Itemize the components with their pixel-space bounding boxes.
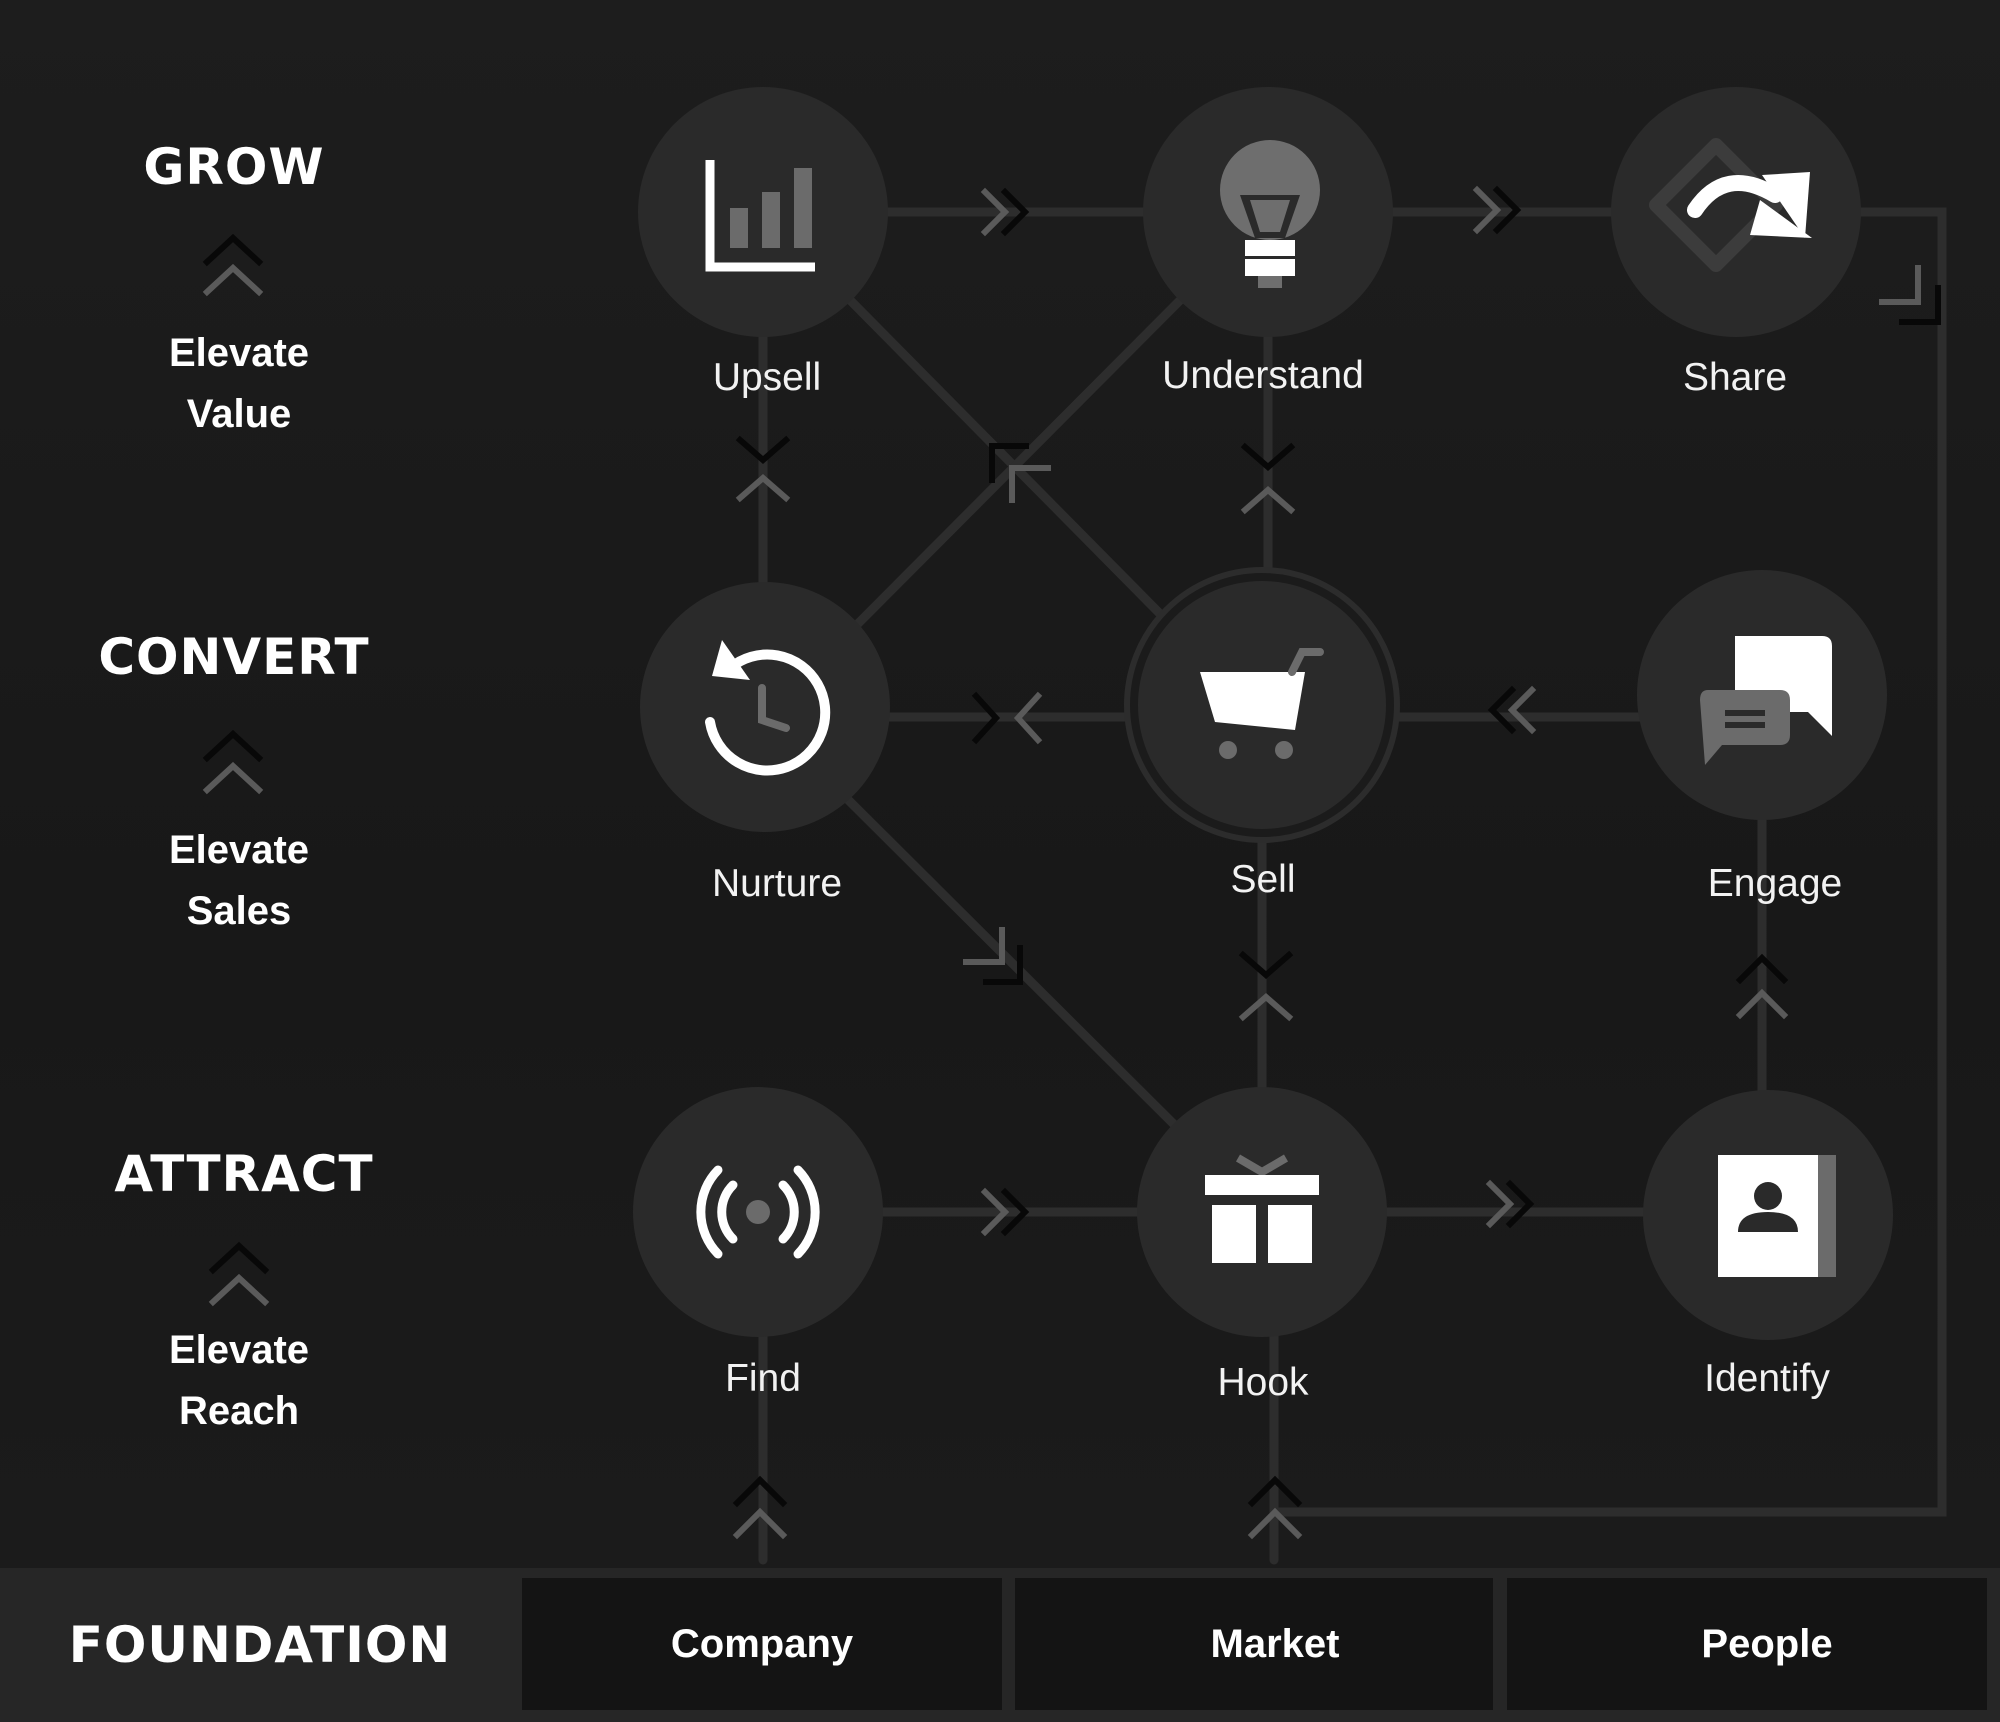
gift-icon <box>1205 1154 1319 1263</box>
lightbulb-icon <box>1220 140 1320 288</box>
node-engage[interactable] <box>1637 570 1887 820</box>
node-label-identify: Identify <box>1704 1357 1830 1400</box>
chevron-left-icon <box>1487 685 1537 735</box>
node-identify[interactable] <box>1643 1090 1893 1340</box>
node-label-engage: Engage <box>1707 862 1843 905</box>
node-nurture[interactable] <box>640 582 890 832</box>
stage-title-grow: GROW <box>143 138 325 196</box>
node-share[interactable] <box>1611 87 1861 337</box>
chevron-right-icon <box>980 1187 1030 1237</box>
node-label-understand: Understand <box>1162 354 1364 397</box>
node-find[interactable] <box>633 1087 883 1337</box>
stage-subtitle-line: Elevate <box>168 331 310 375</box>
foundation-box-company <box>522 1578 1002 1710</box>
chevron-up-icon <box>732 1475 788 1540</box>
stage-subtitle-attract: Elevate Reach <box>89 1320 389 1442</box>
converge-chevrons-icon <box>971 691 1043 745</box>
node-label-sell: Sell <box>1230 858 1296 901</box>
stage-title-convert: CONVERT <box>98 628 370 686</box>
node-upsell[interactable] <box>638 87 888 337</box>
node-label-share: Share <box>1682 356 1788 399</box>
node-label-hook: Hook <box>1217 1361 1309 1404</box>
bar-chart-icon <box>705 160 815 272</box>
chevron-right-icon <box>980 187 1030 237</box>
node-understand[interactable] <box>1143 87 1393 337</box>
foundation-title: FOUNDATION <box>68 1616 452 1674</box>
stage-subtitle-line: Value <box>186 392 292 436</box>
broadcast-signal-icon <box>696 1165 820 1259</box>
foundation-box-market <box>1015 1578 1493 1710</box>
chevron-right-icon <box>1485 1179 1535 1229</box>
corner-arrow-icon <box>1879 265 1941 325</box>
history-clock-icon <box>705 640 831 776</box>
node-sell[interactable] <box>1124 567 1400 843</box>
node-hook[interactable] <box>1137 1087 1387 1337</box>
chevron-up-icon <box>202 233 264 297</box>
stage-subtitle-line: Elevate <box>168 828 310 872</box>
node-label-upsell: Upsell <box>712 356 822 399</box>
foundation-item-people[interactable]: People <box>1701 1622 1833 1666</box>
chevron-up-icon <box>208 1241 270 1307</box>
stage-subtitle-grow: Elevate Value <box>89 323 389 445</box>
foundation-box-people <box>1507 1578 1987 1710</box>
converge-vertical-chevrons-icon <box>1238 950 1294 1022</box>
foundation-item-market[interactable]: Market <box>1210 1622 1340 1666</box>
share-arrow-icon <box>1649 138 1812 272</box>
stage-subtitle-line: Sales <box>186 889 292 933</box>
chevron-up-icon <box>1735 953 1789 1020</box>
chevron-up-icon <box>202 729 264 795</box>
shopping-cart-icon <box>1200 648 1324 759</box>
chat-bubbles-icon <box>1700 636 1832 765</box>
converge-vertical-chevrons-icon <box>735 435 791 503</box>
foundation-item-company[interactable]: Company <box>670 1622 854 1666</box>
converge-vertical-chevrons-icon <box>1240 442 1296 515</box>
stage-title-attract: ATTRACT <box>114 1145 374 1203</box>
contact-card-icon <box>1718 1155 1836 1277</box>
node-label-find: Find <box>725 1357 801 1400</box>
corner-arrow-icon <box>989 443 1051 503</box>
chevron-right-icon <box>1472 185 1522 235</box>
node-label-nurture: Nurture <box>711 862 843 905</box>
stage-subtitle-line: Reach <box>178 1389 300 1433</box>
corner-arrow-icon <box>963 927 1023 985</box>
chevron-up-icon <box>1247 1475 1303 1540</box>
stage-subtitle-convert: Elevate Sales <box>89 820 389 942</box>
stage-subtitle-line: Elevate <box>168 1328 310 1372</box>
